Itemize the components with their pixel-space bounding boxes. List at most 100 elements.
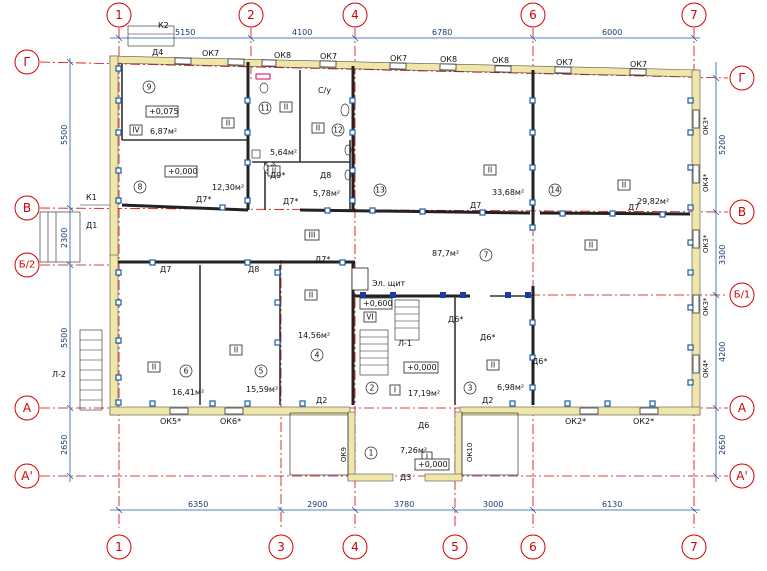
room-11-marker xyxy=(258,101,272,115)
label-l2: Л-2 xyxy=(52,370,66,379)
room-9-area: 6,87м² xyxy=(150,127,177,136)
electrical-panel xyxy=(351,267,369,291)
dim-right-1: 5200 xyxy=(718,135,727,155)
room-10-area: 5,64м² xyxy=(270,148,297,157)
axis-label-bottom-6: 6 xyxy=(529,540,537,554)
level-mark-5: +0,000 xyxy=(418,460,448,469)
room-2-number: 2 xyxy=(370,384,375,393)
label-ok8-2: ОК8 xyxy=(440,55,457,64)
label-d6-1: Д6* xyxy=(448,315,463,324)
label-cu: С/у xyxy=(318,86,331,95)
room-12-number: 12 xyxy=(333,126,343,135)
label-ok4-1: ОК4* xyxy=(702,173,710,192)
svg-text:II: II xyxy=(622,181,626,190)
room-9-marker xyxy=(142,80,156,94)
room-6-marker xyxy=(179,364,193,378)
axis-label-left-v: В xyxy=(23,201,31,215)
axis-bubbles-top: 1 2 4 6 7 xyxy=(106,2,707,28)
room-markers: 1 2 3 4 5 6 7 8 9 10 11 12 13 14 xyxy=(133,80,562,460)
room-8-area: 12,30м² xyxy=(212,183,244,192)
dim-left-3: 5500 xyxy=(60,328,69,348)
room-areas: 7,26м² 17,19м² 6,98м² 14,56м² 15,59м² 16… xyxy=(150,127,669,455)
dim-bottom-3: 3780 xyxy=(394,500,414,509)
axis-bubble-bottom-3 xyxy=(268,534,294,560)
room-5-marker xyxy=(254,364,268,378)
label-d7-4: Д7 xyxy=(628,203,639,212)
room-1-number: 1 xyxy=(369,449,374,458)
label-ok8-3: ОК8 xyxy=(492,56,509,65)
svg-text:II: II xyxy=(284,103,288,112)
room-9-number: 9 xyxy=(147,83,152,92)
axis-bubble-left-v xyxy=(14,195,40,221)
room-1-area: 7,26м² xyxy=(400,446,427,455)
dim-bottom-5: 6130 xyxy=(602,500,622,509)
svg-text:II: II xyxy=(272,167,276,176)
dim-bottom-1: 6350 xyxy=(188,500,208,509)
label-ok2-1: ОК2* xyxy=(565,417,586,426)
room-15-area: 29,82м² xyxy=(637,197,669,206)
level-marks: +0,075 +0,000 +0,600 +0,000 +0,000 xyxy=(145,105,450,471)
axis-bubble-bottom-1 xyxy=(106,534,132,560)
room-13-number: 13 xyxy=(375,186,385,195)
axis-bubble-top-7 xyxy=(681,2,707,28)
axis-label-top-6: 6 xyxy=(529,8,537,22)
svg-text:IV: IV xyxy=(132,126,140,135)
label-d1: Д1 xyxy=(86,221,97,230)
svg-text:II: II xyxy=(309,291,313,300)
room-14-number: 14 xyxy=(550,186,560,195)
room-4-area: 14,56м² xyxy=(298,331,330,340)
svg-text:I: I xyxy=(394,386,396,395)
room-4-marker xyxy=(310,348,324,362)
axis-label-left-a-prime: А' xyxy=(21,469,33,483)
label-ok6: ОК6* xyxy=(220,417,241,426)
dim-bottom-4: 3000 xyxy=(483,500,503,509)
element-labels: К2 К1 Д1 Д4 ОК7 ОК8 ОК7 ОК7 ОК8 ОК8 ОК7 … xyxy=(52,21,710,482)
svg-text:I: I xyxy=(426,453,428,462)
label-ok7-2: ОК7 xyxy=(320,52,337,61)
label-ok7-5: ОК7 xyxy=(630,60,647,69)
label-d9: Д9* xyxy=(270,171,285,180)
label-ok7-1: ОК7 xyxy=(202,49,219,58)
dim-top-2: 4100 xyxy=(292,28,312,37)
axis-label-left-a: А xyxy=(23,401,32,415)
room-5-area: 15,59м² xyxy=(246,385,278,394)
room-7-marker xyxy=(479,248,493,262)
label-d7-2: Д7* xyxy=(283,197,298,206)
entry-k2 xyxy=(127,25,175,47)
label-d8-2: Д8 xyxy=(248,265,259,274)
dim-top-4: 6000 xyxy=(602,28,622,37)
entry-k1 xyxy=(39,204,110,263)
svg-text:II: II xyxy=(234,346,238,355)
label-d3: Д3 xyxy=(400,473,411,482)
room-2-marker xyxy=(365,381,379,395)
room-7-area: 87,7м² xyxy=(432,249,459,258)
svg-text:VI: VI xyxy=(366,313,373,322)
svg-text:II: II xyxy=(152,363,156,372)
axis-bubble-left-a-prime xyxy=(14,463,40,489)
dim-right-3: 4200 xyxy=(718,342,727,362)
label-d6-4: Д6 xyxy=(418,421,429,430)
exterior-walls xyxy=(109,55,701,482)
label-ok5: ОК5* xyxy=(160,417,181,426)
svg-text:II: II xyxy=(488,166,492,175)
axis-label-right-a-prime: А' xyxy=(736,469,748,483)
label-d8-1: Д8 xyxy=(320,171,331,180)
stair-l2 xyxy=(79,329,103,411)
axis-bubble-right-b1 xyxy=(729,282,755,308)
room-8-marker xyxy=(133,180,147,194)
axis-label-bottom-4: 4 xyxy=(351,540,359,554)
stair-l1 xyxy=(359,299,420,376)
label-d7-6: Д7* xyxy=(315,255,330,264)
axis-bubble-bottom-4 xyxy=(342,534,368,560)
dim-right-2: 3300 xyxy=(718,245,727,265)
axis-label-top-7: 7 xyxy=(690,8,698,22)
label-ok10: ОК10 xyxy=(466,443,474,462)
level-mark-3: +0,600 xyxy=(363,299,393,308)
axis-label-bottom-1: 1 xyxy=(115,540,123,554)
room-6-area: 16,41м² xyxy=(172,388,204,397)
axis-bubble-top-6 xyxy=(520,2,546,28)
room-13-area: 5,78м² xyxy=(313,189,340,198)
label-d7-1: Д7* xyxy=(196,195,211,204)
label-d4: Д4 xyxy=(152,48,163,57)
axis-bubble-top-4 xyxy=(342,2,368,28)
